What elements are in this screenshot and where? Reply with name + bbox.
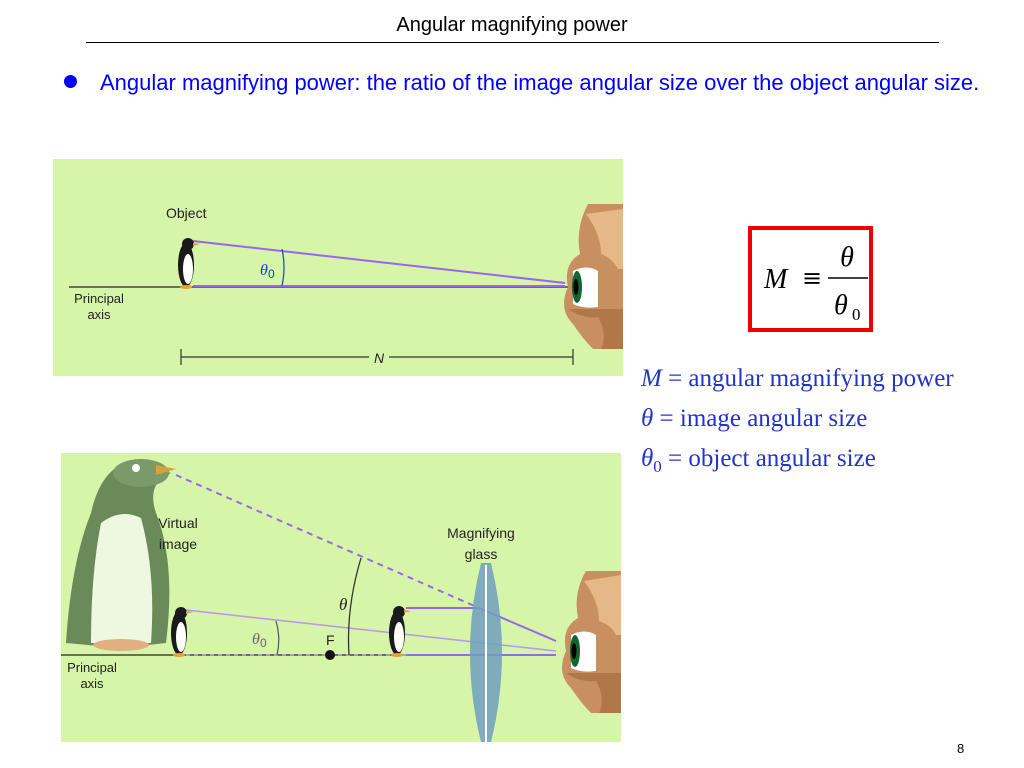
theta-label: θ (339, 595, 347, 614)
object-top-ray (192, 240, 566, 284)
eye-icon (564, 204, 623, 349)
bullet-text: Angular magnifying power: the ratio of t… (100, 70, 980, 95)
theta0-arc (281, 248, 285, 287)
legend-text: = angular magnifying power (661, 365, 954, 392)
theta0-arc (275, 620, 280, 656)
formula-box: M ≡ θ θ 0 (748, 226, 873, 332)
theta-arc (347, 557, 362, 656)
virtual-dashed-ray (175, 474, 480, 609)
penguin-near-lens-icon (389, 606, 411, 657)
symbol-legend: M = angular magnifying power θ = image a… (641, 362, 954, 484)
distance-label: N (374, 350, 385, 366)
virtual-image-penguin-icon (66, 459, 176, 651)
legend-text: = image angular size (653, 405, 868, 432)
legend-item: θ = image angular size (641, 402, 954, 442)
formula-lhs: M (763, 264, 789, 295)
formula-numerator: θ (840, 242, 854, 273)
top-panel-background (53, 159, 623, 376)
axis-label-line2: axis (80, 676, 104, 691)
theta0-subscript: 0 (260, 636, 267, 650)
theta0-subscript: 0 (268, 267, 275, 281)
top-figure-panel: N Object Principal axis θ 0 (53, 159, 623, 376)
magnifying-glass-lens-icon (470, 563, 502, 742)
legend-item: θ0 = object angular size (641, 442, 954, 484)
focal-point-dot (325, 650, 335, 660)
axis-label-line1: Principal (67, 660, 117, 675)
object-label: Object (166, 205, 207, 221)
bullet-marker (64, 75, 77, 88)
axis-label-line1: Principal (74, 291, 124, 306)
theta0-symbol: θ (252, 631, 260, 648)
theta0-symbol: θ (260, 262, 268, 279)
formula-equiv: ≡ (802, 264, 822, 292)
slide-title: Angular magnifying power (396, 14, 628, 36)
virtual-label-line1: Virtual (158, 515, 197, 531)
title-divider (86, 42, 939, 43)
formula-denominator: θ (834, 290, 848, 321)
glass-label-line1: Magnifying (447, 525, 515, 541)
legend-symbol: θ (641, 445, 654, 472)
formula-denominator-subscript: 0 (852, 305, 861, 324)
penguin-object-icon (171, 607, 193, 657)
page-number: 8 (957, 741, 965, 756)
eye-icon (562, 571, 621, 713)
penguin-object-icon (178, 238, 200, 289)
glass-label-line2: glass (465, 546, 498, 562)
legend-subscript: 0 (653, 457, 662, 476)
legend-symbol: θ (641, 405, 654, 432)
bottom-figure-panel: Virtual image Magnifying glass θ θ 0 F P… (61, 453, 621, 742)
distance-label-bg (369, 349, 389, 365)
legend-item: M = angular magnifying power (641, 362, 954, 402)
legend-symbol: M (641, 365, 662, 392)
legend-text: = object angular size (661, 445, 876, 472)
virtual-label-line2: image (159, 536, 197, 552)
axis-label-line2: axis (87, 307, 111, 322)
focal-label: F (326, 632, 335, 648)
